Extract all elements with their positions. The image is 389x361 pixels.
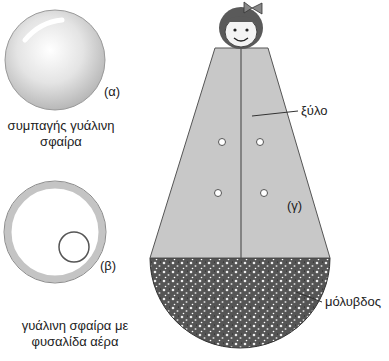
glass-sphere-with-bubble bbox=[4, 181, 106, 283]
part-letter: (α) bbox=[104, 84, 120, 100]
solid-glass-sphere bbox=[5, 10, 105, 110]
part-caption: συμπαγής γυάλινη σφαίρα bbox=[0, 118, 122, 150]
part-name: ξύλο bbox=[301, 103, 327, 119]
roly-poly-doll bbox=[150, 2, 330, 348]
part-caption: γυάλινη σφαίρα με φυσαλίδα αέρα bbox=[0, 318, 150, 350]
leader-line bbox=[296, 292, 322, 302]
part-letter: (β) bbox=[100, 258, 116, 274]
part-name: μόλυβδος bbox=[325, 294, 381, 310]
part-letter: (γ) bbox=[287, 198, 302, 214]
leader-line bbox=[252, 111, 298, 116]
